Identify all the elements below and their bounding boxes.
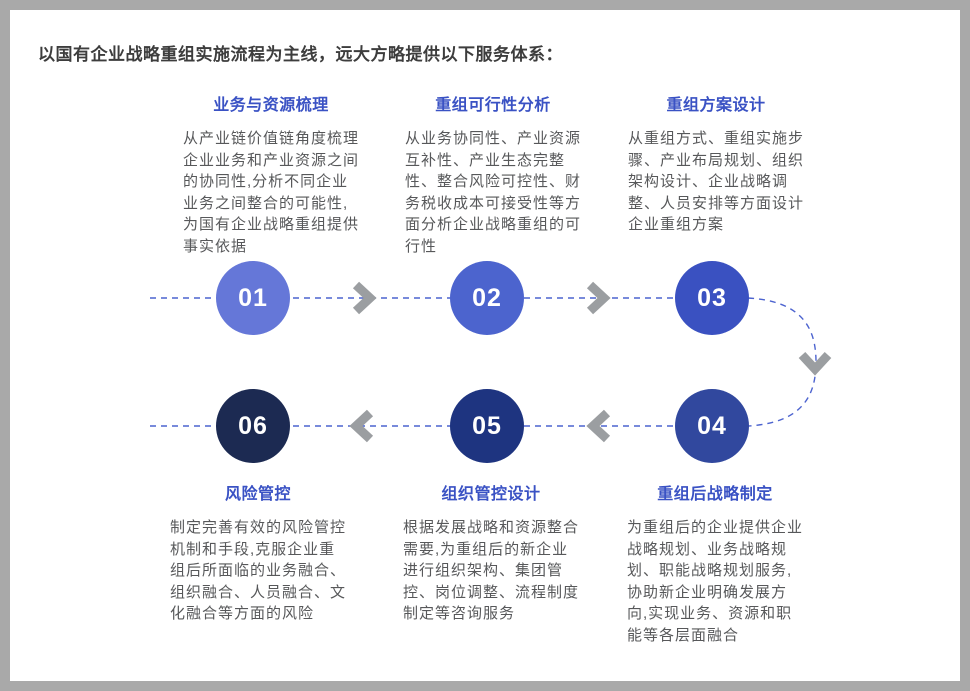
- step-02-badge: 02: [450, 261, 524, 335]
- step-06-column: 风险管控 制定完善有效的风险管控机制和手段,克服企业重组后所面临的业务融合、组织…: [170, 485, 346, 625]
- flow-dashed-curve: [747, 297, 817, 427]
- arrow-left-icon-2: [349, 409, 374, 443]
- step-03-heading: 重组方案设计: [666, 97, 766, 114]
- step-03-description: 从重组方式、重组实施步骤、产业布局规划、组织架构设计、企业战略调整、人员安排等方…: [628, 130, 805, 233]
- step-06-badge: 06: [216, 389, 290, 463]
- step-01-badge: 01: [216, 261, 290, 335]
- step-02-description: 从业务协同性、产业资源互补性、产业生态完整性、整合风险可控性、财务税收成本可接受…: [405, 130, 582, 255]
- step-05-description: 根据发展战略和资源整合需要,为重组后的新企业进行组织架构、集团管控、岗位调整、流…: [403, 519, 580, 622]
- step-05-badge: 05: [450, 389, 524, 463]
- step-02-column: 重组可行性分析 从业务协同性、产业资源互补性、产业生态完整性、整合风险可控性、财…: [405, 96, 581, 257]
- step-02-heading: 重组可行性分析: [435, 97, 551, 114]
- page-title: 以国有企业战略重组实施流程为主线，远大方略提供以下服务体系：: [38, 45, 563, 64]
- step-04-heading: 重组后战略制定: [657, 486, 773, 503]
- step-06-heading: 风险管控: [224, 486, 291, 503]
- step-04-number: 04: [697, 411, 727, 440]
- step-03-badge: 03: [675, 261, 749, 335]
- step-01-number: 01: [238, 283, 268, 312]
- step-01-heading: 业务与资源梳理: [213, 97, 329, 114]
- step-03-number: 03: [697, 283, 727, 312]
- step-04-description: 为重组后的企业提供企业战略规划、业务战略规划、职能战略规划服务,协助新企业明确发…: [627, 519, 804, 644]
- infographic-canvas: 以国有企业战略重组实施流程为主线，远大方略提供以下服务体系： 业务与资源梳理 从…: [10, 10, 960, 681]
- step-06-description: 制定完善有效的风险管控机制和手段,克服企业重组后所面临的业务融合、组织融合、人员…: [170, 519, 347, 622]
- step-02-number: 02: [472, 283, 502, 312]
- step-01-description: 从产业链价值链角度梳理企业业务和产业资源之间的协同性,分析不同企业业务之间整合的…: [183, 130, 360, 255]
- step-04-badge: 04: [675, 389, 749, 463]
- arrow-right-icon-2: [586, 281, 611, 315]
- arrow-down-icon: [798, 351, 832, 376]
- step-01-column: 业务与资源梳理 从产业链价值链角度梳理企业业务和产业资源之间的协同性,分析不同企…: [183, 96, 359, 257]
- step-04-column: 重组后战略制定 为重组后的企业提供企业战略规划、业务战略规划、职能战略规划服务,…: [627, 485, 803, 646]
- step-05-heading: 组织管控设计: [441, 486, 541, 503]
- step-06-number: 06: [238, 411, 268, 440]
- step-05-column: 组织管控设计 根据发展战略和资源整合需要,为重组后的新企业进行组织架构、集团管控…: [403, 485, 579, 625]
- step-05-number: 05: [472, 411, 502, 440]
- arrow-right-icon-1: [352, 281, 377, 315]
- arrow-left-icon-1: [586, 409, 611, 443]
- step-03-column: 重组方案设计 从重组方式、重组实施步骤、产业布局规划、组织架构设计、企业战略调整…: [628, 96, 804, 236]
